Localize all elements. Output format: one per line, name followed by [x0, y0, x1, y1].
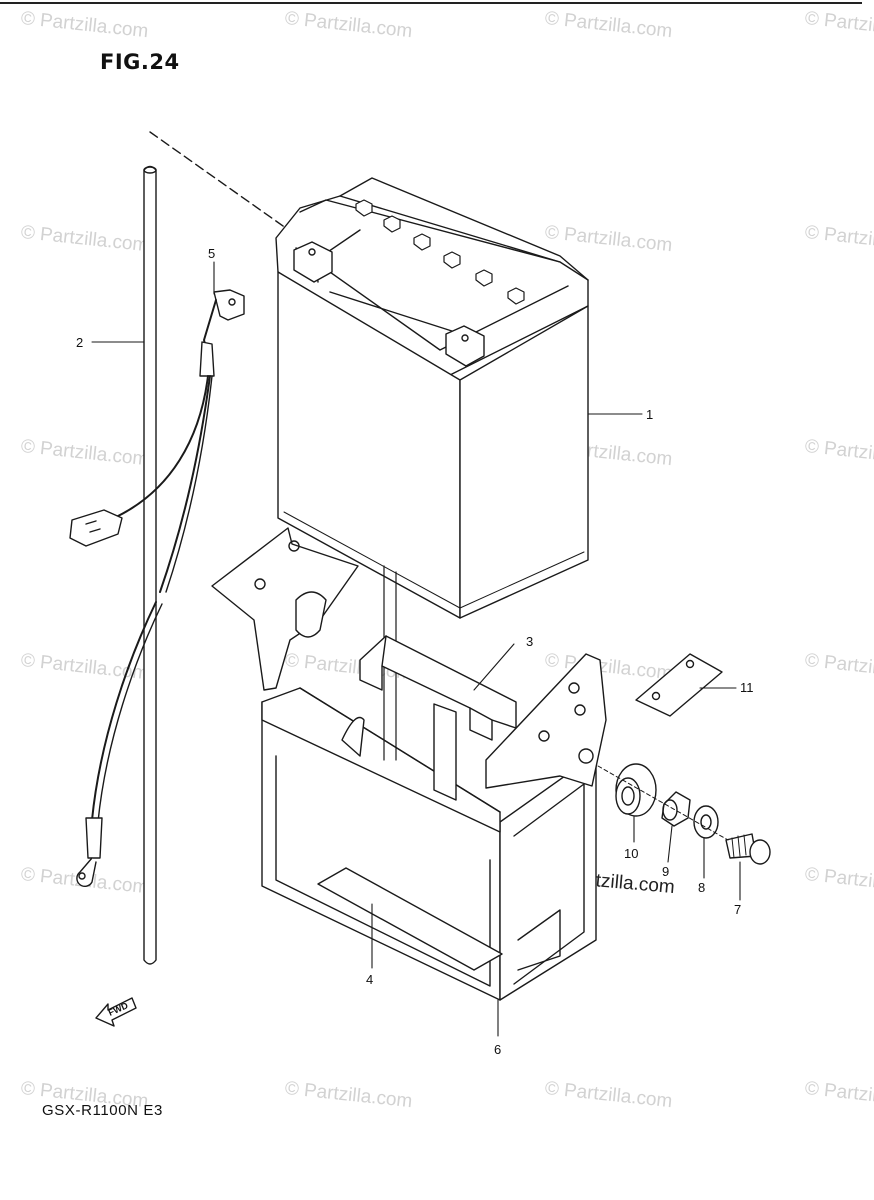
- part-10-grommet: [615, 763, 657, 817]
- figure-title: FIG.24: [100, 50, 180, 74]
- fwd-arrow-icon: FWD: [95, 997, 137, 1027]
- tube-routing-line: [149, 131, 301, 239]
- callout-1: 1: [646, 407, 653, 422]
- part-2-breather-tube: [143, 165, 157, 965]
- part-5-battery-wire: [69, 289, 245, 888]
- top-border-line: [0, 2, 862, 4]
- callout-5: 5: [208, 246, 215, 261]
- part-1-battery: [275, 177, 589, 619]
- callout-numbers: 1 2 3 4 5 6 7 8 9 10 11: [76, 246, 754, 1057]
- callout-3: 3: [526, 634, 533, 649]
- mounting-axis-line: [597, 765, 729, 841]
- callout-9: 9: [662, 864, 669, 879]
- model-code: GSX-R1100N E3: [42, 1102, 163, 1119]
- callout-4: 4: [366, 972, 373, 987]
- part-7-bolt: [725, 833, 771, 865]
- callout-8: 8: [698, 880, 705, 895]
- callout-6: 6: [494, 1042, 501, 1057]
- callout-leaders: [91, 261, 741, 1037]
- part-9-collar: [661, 791, 691, 827]
- part-8-washer: [693, 805, 719, 839]
- callout-10: 10: [624, 846, 638, 861]
- callout-11: 11: [740, 680, 754, 695]
- part-11-plate: [635, 653, 723, 717]
- callout-7: 7: [734, 902, 741, 917]
- part-6-battery-holder: [211, 527, 607, 1001]
- part-3-cushion: [359, 635, 517, 741]
- callout-2: 2: [76, 335, 83, 350]
